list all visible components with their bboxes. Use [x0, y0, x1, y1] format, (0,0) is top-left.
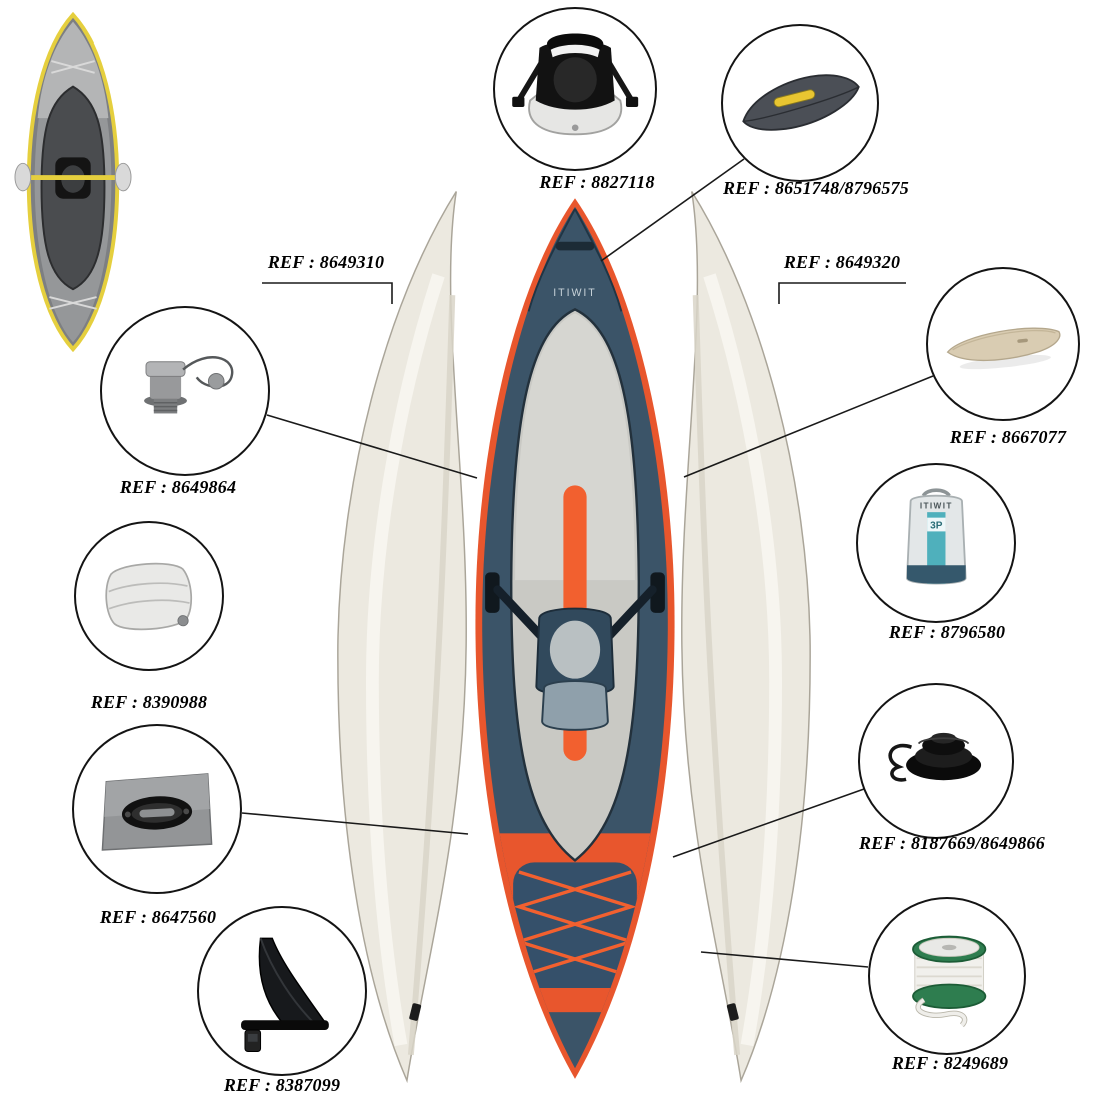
ref-label-valve-with-cap: REF : 8649864 — [119, 477, 237, 497]
side-tube-left-illustration — [337, 191, 467, 1084]
callout-backpack: ITIWIT 3P — [856, 463, 1016, 623]
paddle-shaft — [17, 175, 129, 181]
cushion-illustration — [105, 563, 193, 631]
ref-label-side-tube-left: REF : 8649310 — [267, 252, 385, 272]
ref-label-side-tube-right: REF : 8649320 — [783, 252, 901, 272]
callout-boston-valve — [858, 683, 1014, 839]
ref-label-backpack: REF : 8796580 — [888, 622, 1006, 642]
rope-tail — [915, 998, 967, 1027]
ref-label-cushion: REF : 8390988 — [90, 692, 208, 712]
bow-handle — [555, 241, 595, 251]
fin-base-plate — [241, 1020, 329, 1031]
callout-fin — [197, 906, 367, 1076]
kayak-top-view: ITIWIT — [430, 195, 720, 1085]
fin-mount-patch-illustration — [101, 773, 213, 851]
ref-label-seat: REF : 8827118 — [539, 172, 655, 192]
rope-spool-illustration — [911, 935, 986, 1027]
deck-cover-illustration — [741, 73, 860, 131]
callout-skeg-board — [926, 267, 1080, 421]
fin-slot — [139, 808, 175, 818]
ref-label-skeg-board: REF : 8667077 — [949, 427, 1067, 447]
backpack-handle — [921, 488, 951, 497]
callout-seat — [493, 7, 657, 171]
product-thumbnail-kayak — [14, 8, 132, 356]
seat-illustration — [512, 33, 638, 136]
backpack-size-text: 3P — [930, 520, 943, 531]
ref-label-fin: REF : 8387099 — [223, 1075, 341, 1095]
skeg-board-illustration — [946, 327, 1060, 369]
seat-base — [541, 680, 609, 731]
callout-fin-mount-patch — [72, 724, 242, 894]
side-tube-left — [328, 183, 476, 1088]
valve-with-cap-illustration — [144, 356, 234, 414]
product-thumbnail-illustration — [14, 11, 132, 353]
cap-cord — [182, 356, 234, 388]
valve-cord — [887, 743, 912, 782]
ref-label-boston-valve: REF : 8187669/8649866 — [859, 833, 1045, 853]
boston-valve-illustration — [887, 732, 981, 782]
callout-rope-spool — [868, 897, 1026, 1055]
cover-yellow-stripe — [773, 89, 815, 107]
kayak-top-view-illustration: ITIWIT — [475, 198, 675, 1079]
ref-label-fin-mount-patch: REF : 8647560 — [99, 907, 217, 927]
cushion-valve — [177, 615, 189, 627]
kayak-brand-text: ITIWIT — [553, 287, 596, 299]
strap-anchor-right — [650, 572, 665, 613]
callout-valve-with-cap — [100, 306, 270, 476]
backpack-brand-text: ITIWIT — [920, 501, 953, 510]
fin-illustration — [241, 937, 329, 1052]
ref-label-rope-spool: REF : 8249689 — [891, 1053, 1009, 1073]
callout-deck-cover — [721, 24, 879, 182]
paddle-blade-right — [114, 162, 132, 192]
backpack-illustration: ITIWIT 3P — [905, 488, 967, 585]
tube-strap — [409, 1003, 422, 1021]
callout-cushion — [74, 521, 224, 671]
ref-label-deck-cover: REF : 8651748/8796575 — [723, 178, 909, 198]
paddle-blade-left — [14, 162, 32, 192]
strap-anchor-left — [485, 572, 500, 613]
